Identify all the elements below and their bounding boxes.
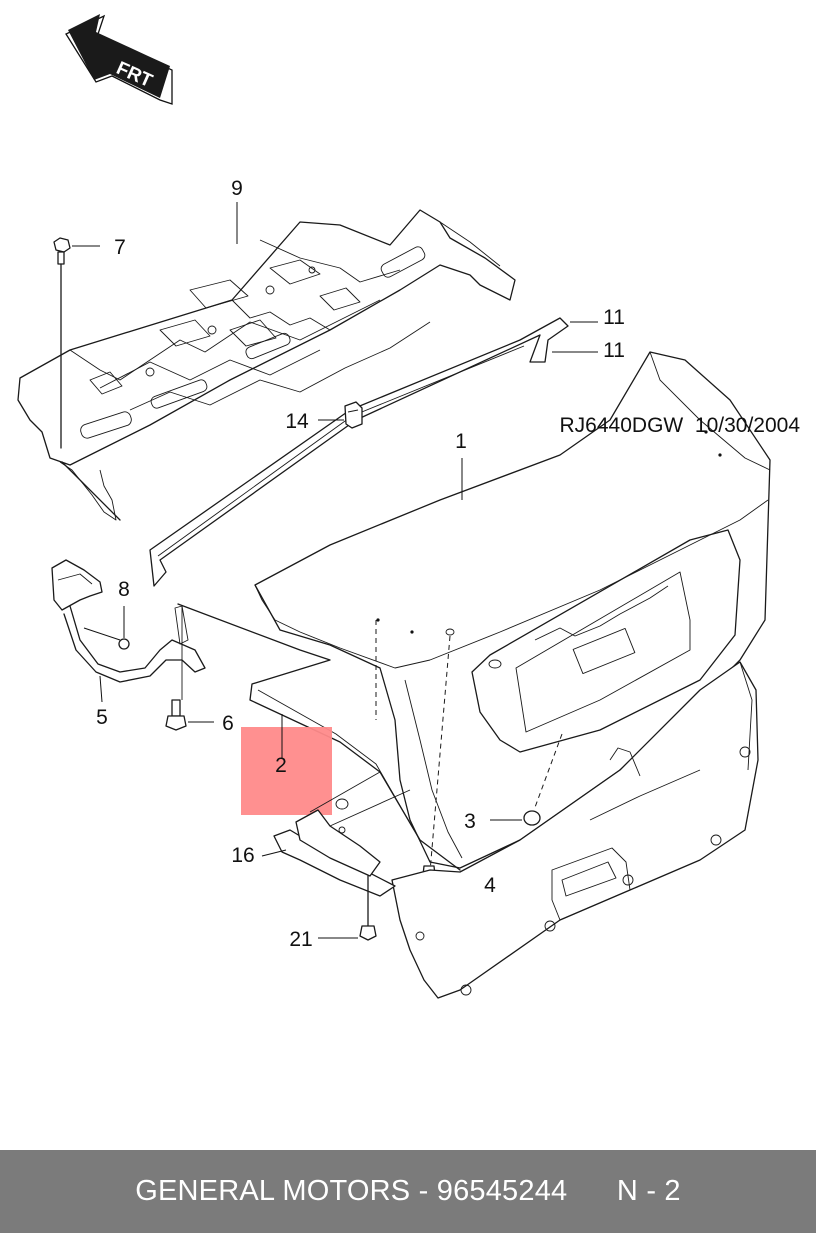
callout-4: 4 (484, 874, 496, 897)
footer-page: N - 2 (616, 1175, 681, 1207)
callout-5: 5 (96, 706, 108, 729)
footer-bar: GENERAL MOTORS - 96545244 N - 2 (0, 1150, 816, 1233)
hinge-part-5 (51, 559, 206, 703)
callout-2: 2 (275, 754, 287, 777)
footer-text: GENERAL MOTORS - 96545244 N - 2 (135, 1175, 681, 1208)
clip-part-14 (318, 401, 363, 429)
drawing-code: RJ6440DGW (559, 414, 684, 437)
bumper-part-8 (118, 606, 130, 650)
callout-11-upper: 11 (603, 306, 625, 329)
bolt-part-7 (53, 237, 100, 449)
footer-part-number: 96545244 (436, 1175, 568, 1207)
gasket-part-2 (177, 603, 461, 871)
trunk-trim-panel (391, 661, 759, 999)
callout-3: 3 (464, 810, 476, 833)
footer-separator: - (410, 1175, 437, 1207)
footer-manufacturer: GENERAL MOTORS (135, 1175, 411, 1207)
exploded-parts-diagram: FRT (17, 14, 771, 999)
callout-11-lower: 11 (603, 339, 625, 362)
bumper-part-3 (490, 733, 563, 826)
callout-21: 21 (289, 928, 312, 951)
drawing-date: 10/30/2004 (694, 414, 800, 437)
callout-1: 1 (455, 430, 467, 453)
drawing-reference: RJ6440DGW 10/30/2004 (560, 414, 800, 438)
front-direction-arrow-icon: FRT (65, 14, 173, 105)
callout-14: 14 (285, 410, 309, 433)
callout-9: 9 (231, 177, 243, 200)
bolt-part-6 (165, 699, 214, 731)
bracket-part-16 (261, 771, 411, 897)
callout-7: 7 (114, 236, 126, 259)
callout-16: 16 (231, 844, 254, 867)
rear-package-shelf-part-9 (17, 209, 516, 521)
callout-6: 6 (222, 712, 234, 735)
highlighted-part-marker (241, 727, 332, 815)
screw-part-21 (318, 875, 377, 941)
callout-8: 8 (118, 578, 130, 601)
